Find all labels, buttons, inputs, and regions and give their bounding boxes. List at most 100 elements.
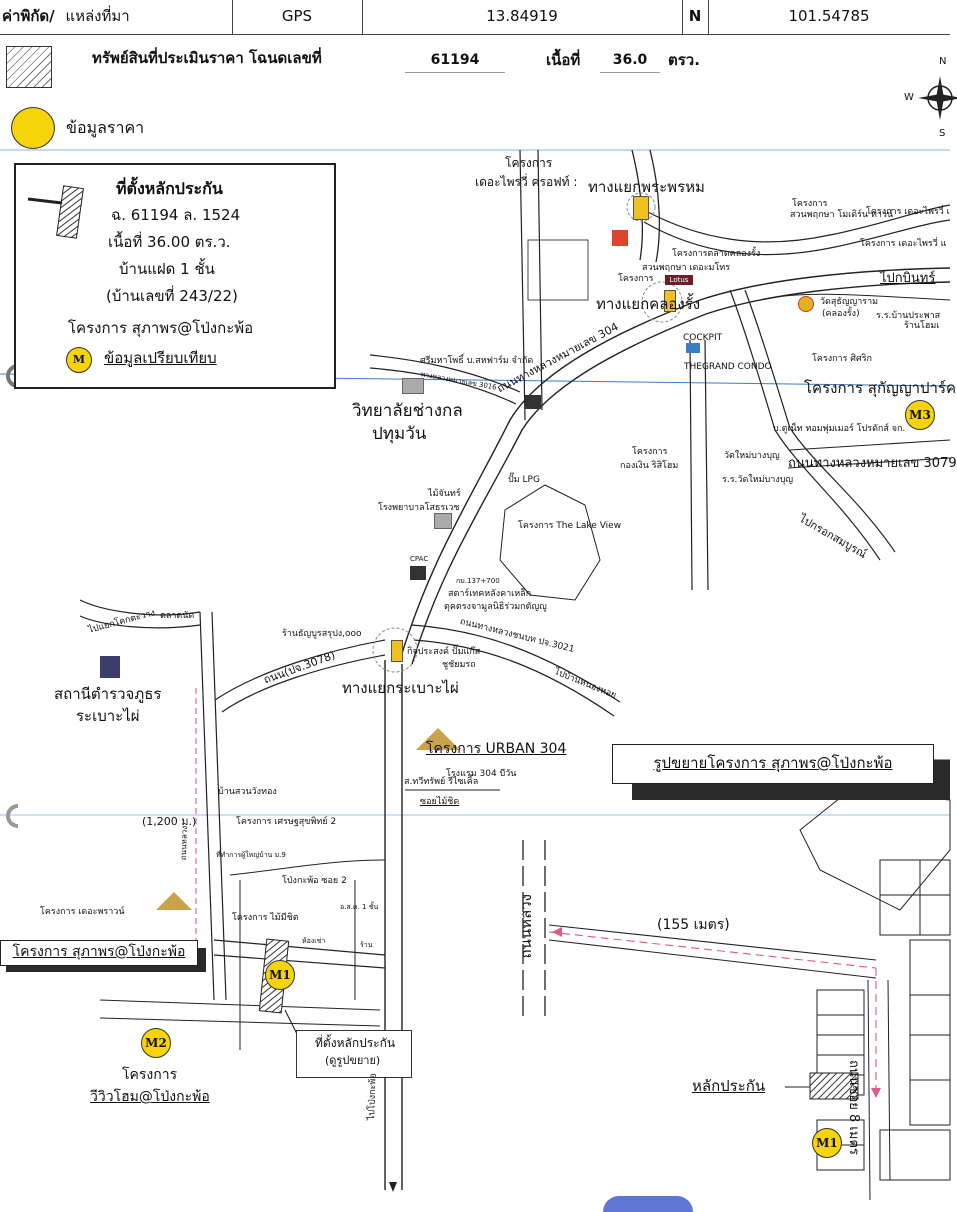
- shell-station-icon: [798, 296, 814, 312]
- wipeng-label: บ.ตูเน็ท ทอมพุ่มเมอร์ โปรดักส์ จก.: [773, 424, 906, 434]
- p-wiew2-label: วีวิวโฮม@โป่งกะพ้อ: [90, 1089, 210, 1105]
- lpg-label: ปั๊ม LPG: [508, 475, 540, 485]
- compass-n: N: [939, 56, 947, 67]
- hotel-label: โรงแรม 304 บีวัน: [446, 769, 517, 779]
- room-rent-label: ห้องเช่า: [302, 937, 326, 945]
- kitti-label: กิจประสงค์ ปั๊มแก๊ส: [407, 647, 481, 657]
- infobox-type: บ้านแฝด 1 ชั้น: [119, 260, 215, 278]
- village9-label: ที่ทำการผู้ใหญ่บ้าน ม.9: [216, 851, 286, 859]
- intersection-phra-label: ทางแยกพระพรหม: [588, 178, 705, 196]
- p-kongnoen2-label: กองเงิน ริสิโฮม: [620, 461, 679, 471]
- inset-title-bar: รูปขยายโครงการ สุภาพร@โป่งกะพ้อ: [612, 744, 934, 784]
- area-unit: ตรว.: [668, 51, 700, 69]
- shop-sanyo-label: ร้านธัญบูรสรุปง,ooo: [282, 629, 362, 639]
- factory-icon: [525, 395, 541, 409]
- inset-distance-label: (155 เมตร): [657, 917, 730, 933]
- p-thepraewn-label: โครงการ เดอะพราวน์: [40, 907, 125, 917]
- collateral-callout: ที่ตั้งหลักประกัน (ดูรูปขยาย): [296, 1030, 412, 1078]
- suan-wangthong-label: บ้านสวนวังทอง: [218, 787, 277, 797]
- police-station-icon: [100, 656, 120, 678]
- p-urban-label: โครงการ URBAN 304: [426, 741, 567, 757]
- p-suanprk-label: โครงการ: [792, 199, 828, 209]
- srimaha-label: ศรีมหาโพธิ์ บ.สหฟาร์ม จำกัด: [420, 356, 534, 366]
- source-label: แหล่งที่มา: [65, 7, 130, 25]
- latitude-value: 13.84919: [362, 0, 683, 34]
- to-pongkapho-label: ไปโป่งกะพ้อ: [367, 1073, 379, 1121]
- lotus-store-icon: Lotus: [665, 275, 693, 285]
- p-suanprk-label2: สวนพฤกษา โมเดิร์น ทาวน์: [790, 210, 894, 220]
- property-description: ทรัพย์สินที่ประเมินราคา โฉนดเลขที่: [92, 49, 322, 67]
- inset-soi-label: ถนนซอย 8 เมตร: [846, 1060, 861, 1155]
- chusap-label: ชูชัยมรถ: [442, 660, 476, 670]
- star-metal-label: สตาร์เทคหลังคาเหล็ก: [448, 589, 532, 599]
- badge-m1-main[interactable]: M1: [265, 960, 295, 990]
- school-label: ร.ร.บ้านประพาส: [876, 311, 941, 321]
- latitude-unit: N: [682, 0, 709, 34]
- p-maichit-label: โครงการ ไม้มีชิต: [232, 913, 299, 923]
- infobox-compare-badge: M: [66, 347, 92, 373]
- road3079-label: ถนนทางหลวงหมายเลข 3079: [788, 456, 957, 471]
- project-title-text: โครงการ สุภาพร@โป่งกะพ้อ: [12, 944, 186, 960]
- coordinate-label: ค่าพิกัด/: [2, 7, 55, 25]
- wat-klong-label: วัดสุธัญญาราม: [820, 297, 879, 307]
- wat-mai-school-label: ร.ร.วัดใหม่บางบุญ: [722, 475, 794, 485]
- mulnithi-label: ตุคตรงจามูลนิธิร่วมกตัญญู: [444, 602, 547, 612]
- infobox-area: เนื้อที่ 36.00 ตร.ว.: [108, 233, 231, 251]
- price-info-label: ข้อมูลราคา: [66, 118, 145, 137]
- college-building-icon: [402, 378, 424, 394]
- infobox-project: โครงการ สุภาพร@โป่งกะพ้อ: [68, 319, 254, 337]
- market-nut-label: ตลาดนัด: [160, 611, 195, 621]
- infobox-house-no: (บ้านเลขที่ 243/22): [106, 287, 238, 305]
- police-label: สถานีตำรวจภูธร: [54, 685, 162, 703]
- collateral-callout-title: ที่ตั้งหลักประกัน: [315, 1036, 396, 1050]
- longitude-value: 101.54785: [788, 7, 870, 25]
- collateral-info-box: ที่ตั้งหลักประกัน ฉ. 61194 ล. 1524 เนื้อ…: [14, 163, 336, 389]
- compass-icon: N W S: [902, 56, 957, 139]
- coordinate-source-cell: ค่าพิกัด/ แหล่งที่มา: [0, 0, 233, 34]
- to-pinburi-label: ไปกบินทร์: [880, 271, 936, 286]
- p-lazy-label: โครงการ: [505, 156, 553, 170]
- p-sitthi-label: โครงการ ศิศริก: [812, 354, 872, 364]
- tel-shop-label: ร้าน: [360, 941, 373, 949]
- infobox-title: ที่ตั้งหลักประกัน: [116, 179, 223, 198]
- college-label: วิทยาลัยช่างกล: [352, 401, 463, 421]
- p-lazy-label2: เดอะไพรวี่ ครอฟท์ :: [475, 175, 578, 189]
- hospital-label: โรงพยาบาลโสธรเวช: [378, 503, 460, 513]
- p-theprivy2-label: โครงการ เดอะไพรวี่ แ: [860, 239, 947, 249]
- km137-label: กม.137+700: [456, 577, 500, 585]
- soi-left-label: ถนนหลวง: [179, 825, 190, 861]
- badge-m1-inset[interactable]: M1: [812, 1128, 842, 1158]
- college2-label: ปทุมวัน: [372, 424, 427, 444]
- pong-soi2-label: โป่งกะพ้อ ซอย 2: [282, 876, 347, 886]
- hospital-building-icon: [434, 513, 452, 529]
- grand-condo-label: THEGRAND CONDO: [684, 362, 772, 372]
- inset-road-v-label: ถนนหลวง: [516, 894, 535, 959]
- header-coordinate-row: ค่าพิกัด/ แหล่งที่มา GPS 13.84919 N 101.…: [0, 0, 950, 35]
- deed-number: 61194: [405, 52, 505, 74]
- inset-title-text: รูปขยายโครงการ สุภาพร@โป่งกะพ้อ: [653, 754, 893, 772]
- traffic-light-phra-icon: [633, 196, 649, 220]
- p-sukanya-label: โครงการ สุกัญญาปาร์ค: [804, 379, 957, 397]
- cockpit-label: COCKPIT: [683, 333, 723, 343]
- intersection-rabao-label: ทางแยกระเบาะไผ่: [342, 679, 459, 697]
- police2-label: ระเบาะไผ่: [76, 707, 140, 725]
- seal-stamp-icon: [603, 1196, 693, 1212]
- badge-m3[interactable]: M3: [905, 400, 935, 430]
- traffic-light-klong-icon: [664, 290, 676, 312]
- area-label: เนื้อที่: [546, 51, 581, 69]
- p-setsak-label: โครงการ เศรษฐสุขพิทย์ 2: [236, 817, 337, 827]
- compass-s: S: [939, 128, 946, 139]
- p-wiew-label: โครงการ: [122, 1067, 178, 1083]
- intersection-klong-label: ทางแยกคลองรั้ง: [596, 295, 701, 313]
- urban-house-icon: [416, 728, 460, 750]
- cpac-factory-icon: [410, 566, 426, 580]
- price-info-legend-icon: [11, 107, 55, 149]
- hatched-property-legend-icon: [6, 46, 52, 88]
- area-value: 36.0: [600, 52, 660, 74]
- market-klong-label: โครงการตลาดคลองรั้ง: [672, 249, 761, 259]
- p-kongnoen-label: โครงการ: [632, 447, 668, 457]
- ko-sor-label: อ.ส.ค. 1 ชั้น: [340, 903, 379, 911]
- soi-mai-label: ซอยไม้ชิด: [420, 797, 460, 807]
- badge-m2[interactable]: M2: [141, 1028, 171, 1058]
- maichan-label: ไม้จันทร์: [428, 489, 461, 499]
